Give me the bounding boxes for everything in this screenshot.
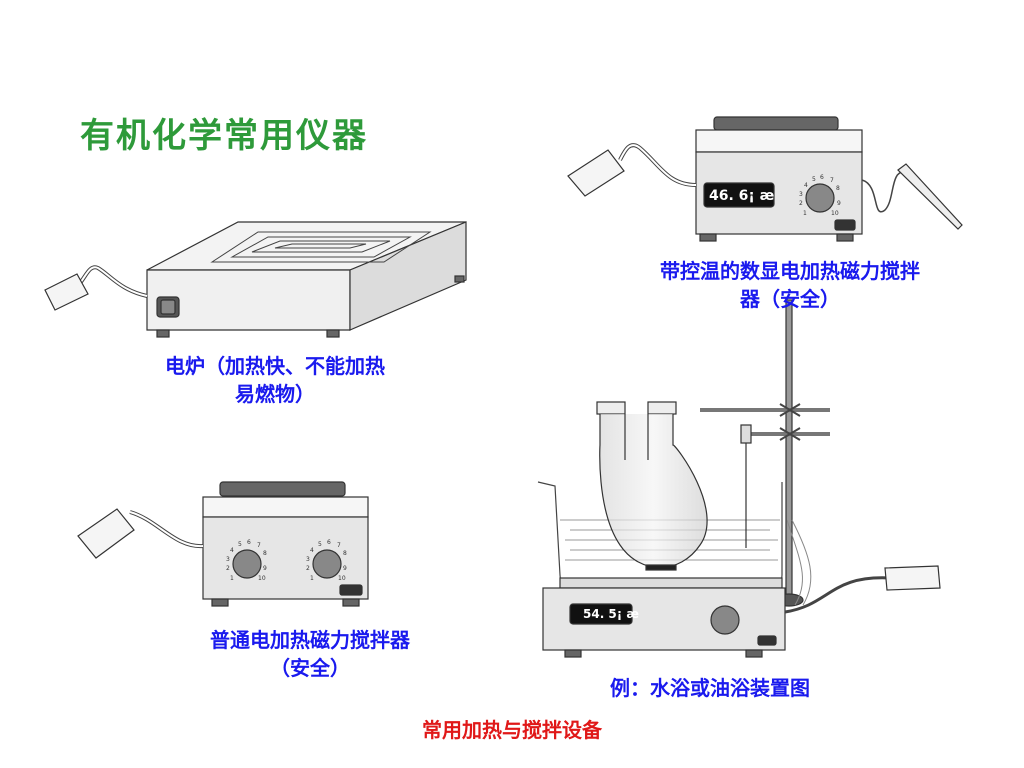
svg-text:1: 1 — [310, 575, 314, 582]
svg-text:10: 10 — [258, 575, 266, 582]
svg-text:5: 5 — [812, 176, 816, 183]
stove-caption-line1: 电炉（加热快、不能加热 — [165, 354, 385, 378]
svg-text:8: 8 — [836, 185, 840, 192]
bath-caption: 例：水浴或油浴装置图 — [610, 676, 810, 700]
digital-caption-line1: 带控温的数显电加热磁力搅拌 — [660, 259, 920, 283]
svg-text:4: 4 — [310, 547, 314, 554]
svg-text:9: 9 — [837, 200, 841, 207]
stirrer-caption: 普通电加热磁力搅拌器 （安全） — [150, 626, 470, 682]
heating-coil — [210, 231, 432, 263]
plug — [44, 273, 89, 311]
svg-text:3: 3 — [799, 191, 803, 198]
bath-setup — [537, 299, 941, 658]
stove-caption-line2: 易燃物） — [235, 382, 315, 406]
svg-text:8: 8 — [343, 550, 347, 557]
svg-text:10: 10 — [338, 575, 346, 582]
svg-text:10: 10 — [831, 210, 839, 217]
power-cord — [78, 265, 148, 298]
svg-text:9: 9 — [263, 565, 267, 572]
digital-stirrer — [567, 116, 963, 242]
svg-text:4: 4 — [804, 182, 808, 189]
svg-text:7: 7 — [830, 177, 834, 184]
svg-text:3: 3 — [306, 556, 310, 563]
svg-text:2: 2 — [306, 565, 310, 572]
stove-side — [349, 221, 467, 331]
svg-text:6: 6 — [820, 174, 824, 181]
magnetic-stirrer — [77, 481, 369, 607]
svg-text:3: 3 — [226, 556, 230, 563]
svg-text:1: 1 — [803, 210, 807, 217]
svg-text:2: 2 — [799, 200, 803, 207]
bath-display: 54. 5¡ æ — [583, 607, 639, 621]
stirrer-caption-line1: 普通电加热磁力搅拌器 — [210, 628, 410, 652]
svg-text:2: 2 — [226, 565, 230, 572]
svg-text:7: 7 — [257, 542, 261, 549]
stirrer-caption-line2: （安全） — [270, 656, 350, 680]
svg-text:4: 4 — [230, 547, 234, 554]
svg-text:6: 6 — [327, 539, 331, 546]
svg-text:6: 6 — [247, 539, 251, 546]
stove-caption: 电炉（加热快、不能加热 易燃物） — [110, 352, 440, 408]
svg-text:7: 7 — [337, 542, 341, 549]
digital-display: 46. 6¡ æ — [709, 188, 774, 204]
digital-caption: 带控温的数显电加热磁力搅拌 器（安全） — [600, 257, 980, 313]
svg-text:8: 8 — [263, 550, 267, 557]
svg-text:5: 5 — [318, 541, 322, 548]
svg-text:1: 1 — [230, 575, 234, 582]
page-title: 有机化学常用仪器 — [80, 116, 368, 156]
electric-stove — [44, 221, 467, 338]
svg-text:9: 9 — [343, 565, 347, 572]
svg-text:5: 5 — [238, 541, 242, 548]
digital-caption-line2: 器（安全） — [740, 287, 840, 311]
footer-caption: 常用加热与搅拌设备 — [422, 718, 602, 742]
